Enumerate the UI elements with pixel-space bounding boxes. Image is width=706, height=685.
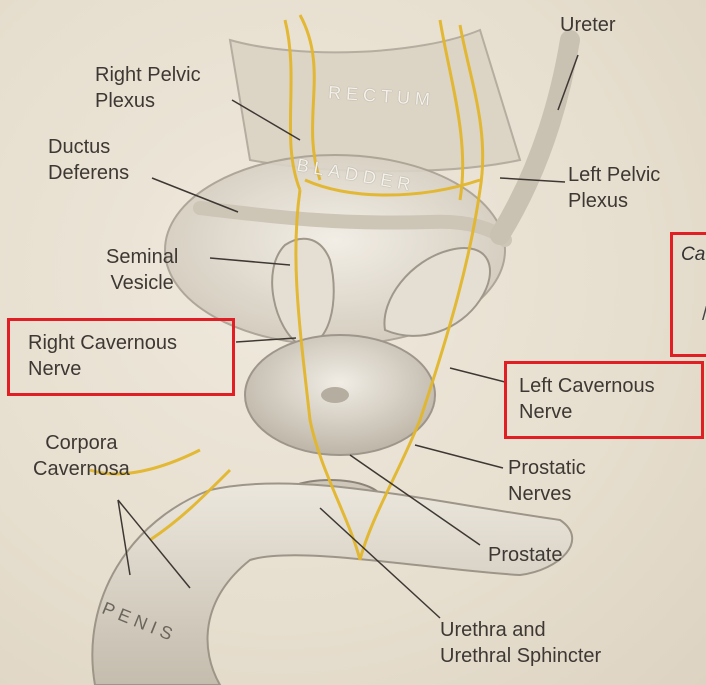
right-pelvic-plexus-label: Right Pelvic Plexus [95, 62, 201, 114]
ureter-label: Ureter [560, 12, 616, 38]
seminal-vesicle-label: Seminal Vesicle [106, 244, 178, 296]
left-pelvic-plexus-label: Left Pelvic Plexus [568, 162, 660, 214]
prostatic-nerves-label: Prostatic Nerves [508, 455, 586, 507]
left-cavernous-nerve-label: Left Cavernous Nerve [519, 373, 655, 425]
right-cavernous-nerve-label: Right Cavernous Nerve [28, 330, 177, 382]
prostate-label: Prostate [488, 542, 562, 568]
ductus-deferens-label: Ductus Deferens [48, 134, 129, 186]
corpora-cavernosa-label: Corpora Cavernosa [33, 430, 130, 482]
cropped-text-fragment: Ca [681, 244, 705, 266]
urethra-label: Urethra and Urethral Sphincter [440, 617, 601, 669]
